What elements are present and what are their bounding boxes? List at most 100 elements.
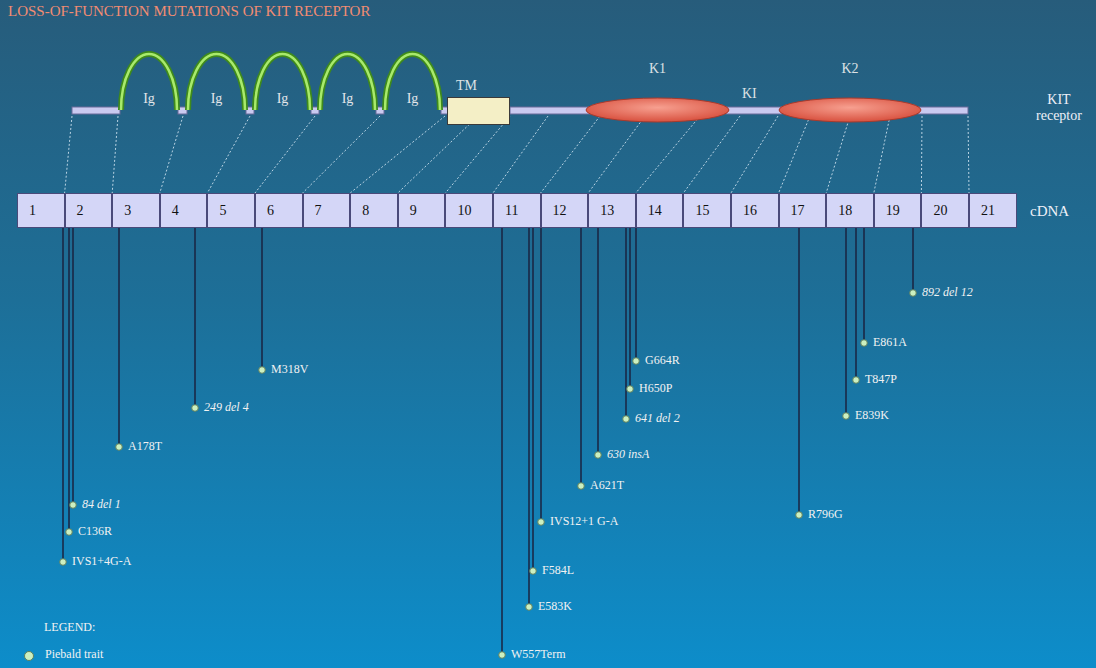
exon-number: 9	[410, 203, 417, 219]
exon-number: 17	[791, 203, 805, 219]
mapping-line	[255, 116, 315, 193]
mutation-label: F584L	[542, 564, 574, 578]
mutation-line	[863, 228, 865, 340]
exon-box: 17	[779, 193, 827, 228]
mapping-line	[398, 116, 478, 193]
mutation-line	[72, 228, 74, 502]
mutation-line	[62, 228, 64, 559]
mapping-line	[921, 116, 923, 193]
exon-number: 12	[553, 203, 567, 219]
mapping-line	[445, 116, 510, 193]
mutation-line	[580, 228, 582, 483]
mutation-line	[540, 228, 542, 519]
mutation-label: E839K	[855, 409, 889, 423]
mutation-line	[635, 228, 637, 358]
exon-number: 6	[267, 203, 274, 219]
mapping-line	[350, 116, 445, 193]
domain-label: Ig	[277, 91, 289, 107]
loop-domain: Ig	[382, 50, 443, 112]
mapping-line	[683, 116, 740, 193]
exon-box: 5	[207, 193, 255, 228]
mutation-dot	[796, 512, 803, 519]
mutation-label: E861A	[873, 336, 907, 350]
mapping-line	[826, 116, 850, 193]
mapping-line	[303, 116, 380, 193]
kinase-shape	[779, 98, 921, 122]
domain-label: Ig	[211, 91, 223, 107]
exon-number: 19	[886, 203, 900, 219]
mutation-line	[912, 228, 914, 290]
exon-box: 15	[683, 193, 731, 228]
mapping-line	[779, 116, 810, 193]
loop-stroke	[121, 54, 177, 110]
mutation-line	[798, 228, 800, 512]
mutation-dot	[70, 502, 77, 509]
mutation-dot	[910, 290, 917, 297]
mutation-dot	[60, 559, 67, 566]
exon-box: 9	[398, 193, 446, 228]
exon-box: 16	[731, 193, 779, 228]
mutation-dot	[192, 405, 199, 412]
mapping-line	[874, 116, 890, 193]
mutation-dot	[66, 529, 73, 536]
exon-box: 21	[969, 193, 1017, 228]
loop-highlight	[320, 54, 375, 110]
exon-number: 4	[172, 203, 179, 219]
exon-number: 1	[29, 203, 36, 219]
kinase-domain: K2	[778, 97, 922, 123]
mutation-label: H650P	[639, 382, 672, 396]
mapping-line	[65, 116, 72, 193]
mutation-line	[118, 228, 120, 444]
loop-stroke	[320, 54, 375, 110]
exon-number: 10	[457, 203, 471, 219]
loop-stroke	[255, 54, 310, 110]
mutation-dot	[595, 452, 602, 459]
mutation-label: 249 del 4	[204, 401, 249, 415]
mutation-label: T847P	[865, 373, 897, 387]
exon-box: 20	[921, 193, 969, 228]
exon-number: 13	[600, 203, 614, 219]
mutation-line	[532, 228, 534, 568]
mutation-dot	[861, 340, 868, 347]
kinase-shape	[586, 98, 729, 122]
mutation-dot	[538, 519, 545, 526]
mutation-label: A178T	[128, 440, 162, 454]
loop-domain: Ig	[317, 50, 378, 112]
loop-domain: Ig	[185, 50, 248, 112]
diagram-title: LOSS-OF-FUNCTION MUTATIONS OF KIT RECEPT…	[8, 3, 370, 20]
exon-box: 3	[112, 193, 160, 228]
mutation-line	[629, 228, 631, 386]
mutation-line	[597, 228, 599, 452]
mutation-dot	[623, 416, 630, 423]
exon-box: 6	[255, 193, 303, 228]
protein-name: KIT receptor	[1024, 92, 1094, 124]
exon-box: 8	[350, 193, 398, 228]
exon-number: 3	[124, 203, 131, 219]
exon-box: 12	[541, 193, 589, 228]
row-label: cDNA	[1030, 203, 1069, 220]
domain-label: Ig	[143, 91, 155, 107]
exon-box: 18	[826, 193, 874, 228]
mutation-label: 892 del 12	[922, 286, 973, 300]
exon-number: 15	[695, 203, 709, 219]
mutation-label: G664R	[645, 354, 680, 368]
mutation-dot	[853, 377, 860, 384]
mutation-dot	[633, 358, 640, 365]
mutation-label: 84 del 1	[82, 498, 121, 512]
exon-number: 21	[981, 203, 995, 219]
mutation-line	[855, 228, 857, 377]
kinase-outline	[585, 97, 730, 123]
exon-box: 11	[493, 193, 541, 228]
mutation-label: 641 del 2	[635, 412, 680, 426]
loop-highlight	[255, 54, 310, 110]
domain-label: Ig	[407, 91, 419, 107]
domain-label: TM	[456, 78, 477, 94]
mutation-line	[261, 228, 263, 367]
exon-number: 5	[219, 203, 226, 219]
exon-number: 14	[648, 203, 662, 219]
exon-number: 7	[315, 203, 322, 219]
loop-highlight	[188, 54, 245, 110]
exon-box: 7	[303, 193, 351, 228]
mutation-label: R796G	[808, 508, 843, 522]
